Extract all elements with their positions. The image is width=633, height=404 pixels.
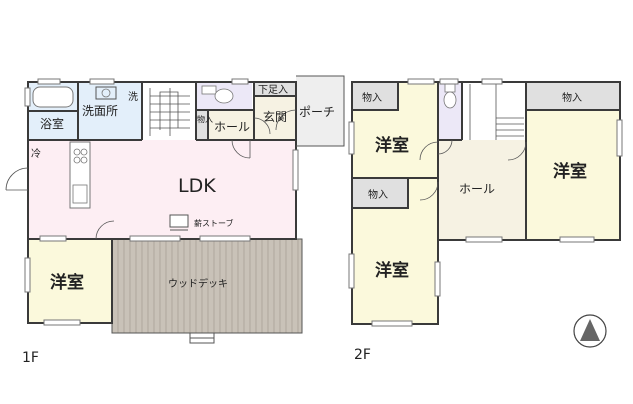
doors-1f (5, 109, 297, 240)
floor-2f-label: 2F (354, 347, 371, 363)
windows-1f (24, 78, 299, 326)
storage-2f-3-label: 物入 (562, 91, 582, 104)
toilet-1f (201, 85, 234, 104)
western-room-2f-1-label: 洋室 (375, 135, 409, 156)
storage-2f-1-label: 物入 (362, 91, 382, 104)
storage-2f-2-area (352, 178, 408, 208)
storage-2f-1-area (352, 82, 398, 110)
hall-2f-label: ホール (459, 182, 495, 196)
toilet-2f (443, 83, 457, 109)
western-room-1f-area (28, 239, 112, 323)
porch-label: ポーチ (299, 105, 335, 119)
walls-1f-inner (28, 82, 296, 240)
floor-1f: 浴室 洗面所 洗 冷 物入 ホール 下足入 玄関 ポーチ LDK 薪ストーブ 洋… (5, 75, 345, 366)
shoe-storage-label: 下足入 (258, 84, 288, 96)
bathtub (32, 86, 74, 108)
north-arrow-icon (573, 314, 607, 348)
wood-deck-label: ウッドデッキ (168, 277, 228, 290)
storage-2f-2-label: 物入 (368, 188, 388, 201)
wood-stove-icon (169, 214, 189, 231)
stair-2f-area (462, 82, 526, 140)
storage-1f-label: 物入 (197, 114, 213, 124)
stairs-1f (149, 88, 190, 136)
floor-1f-label: 1F (22, 350, 39, 366)
western-room-2f-3-label: 洋室 (553, 161, 587, 182)
wood-deck-boards (117, 239, 299, 333)
wood-stove-label: 薪ストーブ (194, 218, 234, 228)
hall-2f-area (438, 140, 526, 240)
bath-label: 浴室 (40, 116, 64, 131)
walls-2f-inner (352, 82, 620, 324)
western-room-2f-2-label: 洋室 (375, 260, 409, 281)
entrance-area (254, 96, 296, 140)
wood-deck-area (112, 239, 302, 333)
western-room-1f-label: 洋室 (50, 272, 84, 293)
ldk-label: LDK (178, 175, 216, 197)
shoe-storage-area (254, 82, 296, 96)
deck-steps (189, 332, 215, 344)
wash-label: 洗 (128, 91, 138, 103)
washroom-label: 洗面所 (82, 104, 118, 118)
hall-1f-label: ホール (214, 120, 250, 134)
windows-2f (348, 78, 623, 327)
ldk-area (28, 140, 296, 239)
porch-outline (296, 75, 345, 147)
wash-basin (95, 86, 117, 100)
porch-area (296, 76, 344, 146)
storage-2f-3-area (526, 82, 620, 110)
stairs-2f (469, 84, 524, 140)
doors-2f (419, 139, 527, 201)
fridge-label: 冷 (31, 147, 41, 160)
storage-1f-area (196, 110, 208, 140)
entrance-label: 玄関 (263, 109, 287, 124)
kitchen-counter (69, 141, 91, 209)
floor-2f: 物入 洋室 物入 洋室 ホール 物入 洋室 2F (348, 78, 623, 363)
